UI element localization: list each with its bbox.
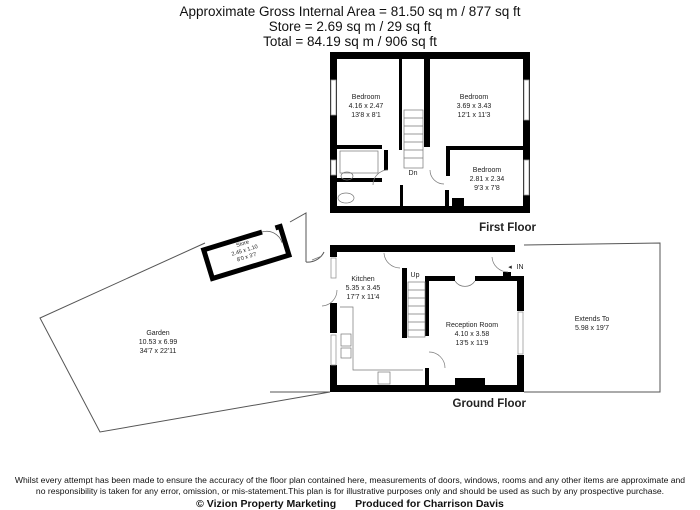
room-imperial: 17'7 x 11'4 — [347, 294, 380, 301]
room-metric: 5.98 x 19'7 — [575, 325, 609, 332]
extension-outline — [270, 242, 661, 393]
room-metric: 3.69 x 3.43 — [457, 103, 492, 110]
room-metric: 4.10 x 3.58 — [455, 331, 490, 338]
room-metric: 10.53 x 6.99 — [139, 339, 178, 346]
stairs-label: Up — [411, 272, 420, 279]
room-metric: 5.35 x 3.45 — [346, 285, 381, 292]
stairs-label: Dn — [409, 170, 418, 177]
store-walls — [200, 223, 293, 282]
first-floor-windows — [330, 79, 530, 196]
disclaimer-line-2: no responsibility is taken for any error… — [35, 486, 665, 496]
room-name: Garden — [146, 330, 169, 337]
room-name: Kitchen — [351, 276, 374, 283]
entrance-label: IN — [517, 264, 524, 271]
store-label: Store 2.45 x 1.10 8'0 x 3'7 — [231, 239, 259, 264]
first-floor-label: First Floor — [479, 222, 536, 234]
ground-floor-fixtures — [311, 252, 509, 385]
ground-floor-walls — [330, 245, 524, 392]
produced-for-text: Produced for Charrison Davis — [355, 498, 504, 510]
first-floor-walls — [330, 52, 530, 213]
room-name: Bedroom — [352, 94, 381, 101]
room-metric: 2.81 x 2.34 — [470, 176, 505, 183]
ground-floor-windows — [330, 257, 524, 366]
gross-area-text: Approximate Gross Internal Area = 81.50 … — [179, 4, 521, 19]
footer-credits: © Vizion Property Marketing Produced for… — [0, 498, 700, 510]
garden-outline — [39, 212, 331, 433]
store-area-text: Store = 2.69 sq m / 29 sq ft — [268, 19, 432, 34]
room-imperial: 34'7 x 22'11 — [140, 348, 177, 355]
entrance-arrow-icon: ◂ — [508, 264, 512, 271]
room-imperial: 13'8 x 8'1 — [351, 112, 381, 119]
room-imperial: 12'1 x 11'3 — [458, 112, 491, 119]
ground-floor-label: Ground Floor — [453, 398, 527, 410]
copyright-text: © Vizion Property Marketing — [196, 498, 337, 510]
room-metric: 4.16 x 2.47 — [349, 103, 384, 110]
total-area-text: Total = 84.19 sq m / 906 sq ft — [263, 34, 437, 49]
room-imperial: 9'3 x 7'8 — [474, 185, 500, 192]
room-name: Bedroom — [460, 94, 489, 101]
room-name: Extends To — [575, 316, 610, 323]
disclaimer-line-1: Whilst every attempt has been made to en… — [14, 475, 686, 485]
room-name: Store — [236, 239, 250, 249]
room-imperial: 8'0 x 3'7 — [236, 252, 257, 264]
room-name: Reception Room — [446, 322, 498, 329]
first-floor-stairs — [337, 109, 445, 204]
room-imperial: 13'5 x 11'9 — [456, 340, 489, 347]
room-name: Bedroom — [473, 167, 502, 174]
room-labels: Bedroom 4.16 x 2.47 13'8 x 8'1 Bedroom 3… — [139, 94, 610, 355]
